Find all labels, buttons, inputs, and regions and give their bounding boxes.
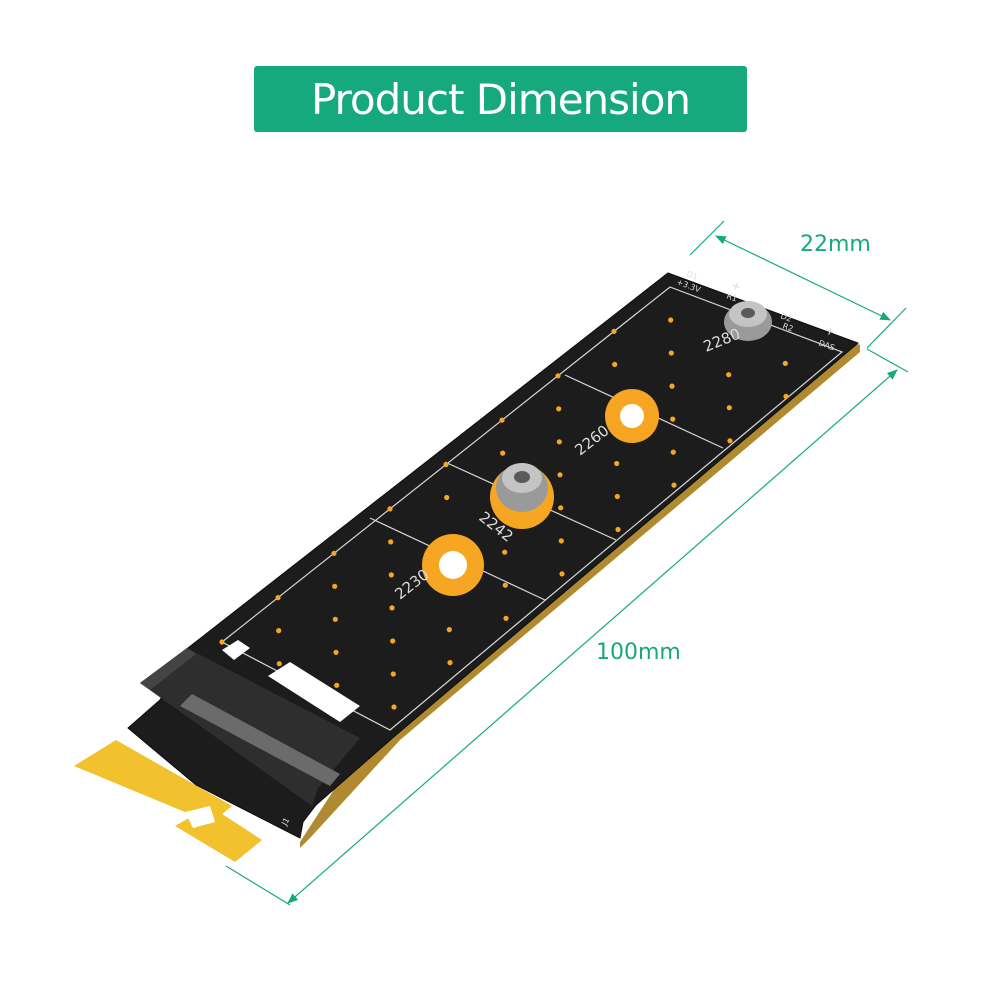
solder-dot xyxy=(444,494,450,501)
connector-top xyxy=(140,648,196,690)
solder-dot xyxy=(503,615,509,621)
solder-dot xyxy=(558,538,564,544)
title-banner: Product Dimension xyxy=(254,66,747,132)
silk-plus2: + xyxy=(823,323,837,340)
standoff-screw-hole-2242 xyxy=(514,471,530,483)
standoff-2260 xyxy=(605,389,659,443)
standoff-2242 xyxy=(490,463,554,529)
standoff-2280 xyxy=(724,301,772,341)
solder-dot xyxy=(219,639,225,645)
standoff-hole-2230 xyxy=(439,551,467,579)
width-dimension-line xyxy=(715,235,891,321)
solder-dot xyxy=(334,682,340,688)
solder-dot xyxy=(387,506,393,512)
silk-d1: D1 xyxy=(685,269,699,281)
gold-finger-large xyxy=(74,740,232,828)
standoff-hole-2260 xyxy=(620,404,644,428)
slot-outline-path xyxy=(220,286,844,731)
solder-dot xyxy=(332,583,338,589)
length-dimension-label: 100mm xyxy=(596,640,681,665)
extension-line-bottom-right xyxy=(866,348,909,373)
solder-dot xyxy=(783,393,789,399)
solder-dot xyxy=(668,350,674,356)
silk-d2: D2 xyxy=(779,311,793,323)
page-title: Product Dimension xyxy=(310,74,691,124)
connector-pins xyxy=(180,694,340,786)
solder-dot xyxy=(558,505,564,511)
pad-2 xyxy=(268,662,360,722)
solder-dot xyxy=(668,317,674,323)
solder-dot xyxy=(559,571,565,577)
solder-dot xyxy=(726,372,732,378)
solder-dot xyxy=(726,405,732,411)
solder-dot xyxy=(557,472,563,478)
width-dimension-label: 22mm xyxy=(800,232,871,257)
solder-dot xyxy=(556,439,562,445)
connector-pads xyxy=(222,640,360,722)
solder-dots xyxy=(219,317,789,710)
finger-gap xyxy=(185,806,215,828)
solder-dot xyxy=(332,616,338,622)
extension-line-bottom-left xyxy=(225,865,291,906)
solder-dot xyxy=(556,406,562,412)
silk-r2: R2 xyxy=(781,321,794,333)
solder-dot xyxy=(391,704,397,710)
solder-dot xyxy=(670,449,676,455)
solder-dot xyxy=(390,671,396,677)
solder-dot xyxy=(670,416,676,422)
solder-dot xyxy=(669,383,675,389)
solder-dot xyxy=(500,450,506,456)
solder-dot xyxy=(276,628,282,634)
solder-dot xyxy=(275,595,281,601)
m2-connector xyxy=(140,648,360,806)
solder-dot xyxy=(502,582,508,588)
pad-1 xyxy=(222,640,250,660)
silk-plus1: + xyxy=(729,278,743,295)
solder-dot xyxy=(555,373,561,379)
solder-dot xyxy=(612,361,618,367)
solder-dot xyxy=(331,550,337,556)
solder-dot xyxy=(614,493,620,500)
solder-dot xyxy=(333,649,339,655)
pcb-board xyxy=(127,272,859,839)
solder-dot xyxy=(388,539,394,545)
extension-line-top-left xyxy=(689,220,725,256)
solder-dot xyxy=(611,328,617,334)
silk-r1: R1 xyxy=(725,291,738,303)
solder-dot xyxy=(727,438,733,444)
solder-dot xyxy=(389,605,395,611)
solder-dot xyxy=(499,417,505,423)
solder-dot xyxy=(782,360,788,366)
solder-dot xyxy=(388,572,394,578)
solder-dot xyxy=(502,549,508,555)
extension-line-top-right xyxy=(866,307,907,349)
length-dimension-line xyxy=(287,369,898,904)
dimension-lines xyxy=(225,220,909,906)
solder-dot xyxy=(671,482,677,488)
solder-dot xyxy=(447,660,453,666)
solder-dot xyxy=(390,638,396,644)
gold-fingers xyxy=(74,740,262,862)
solder-dot xyxy=(446,627,452,633)
solder-dot xyxy=(615,526,621,533)
silk-j1: J1 xyxy=(279,816,291,828)
solder-dot xyxy=(276,661,282,667)
standoff-2230 xyxy=(422,534,484,596)
solder-dot xyxy=(443,461,449,468)
solder-dot xyxy=(614,460,620,467)
standoff-screw-hole-2280 xyxy=(741,308,755,318)
